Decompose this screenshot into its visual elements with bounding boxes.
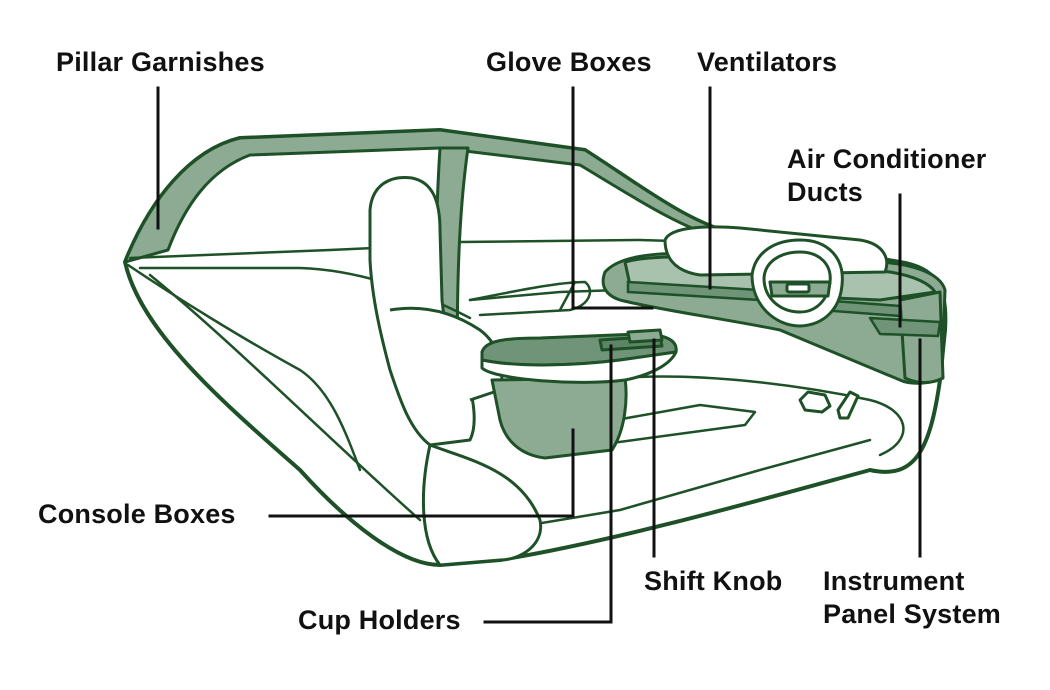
label-console-boxes: Console Boxes xyxy=(38,499,236,529)
label-ventilators: Ventilators xyxy=(697,47,838,77)
leader-glove-boxes xyxy=(571,86,654,310)
steering-wheel xyxy=(750,238,844,328)
pedals xyxy=(798,390,860,420)
leader-cup-holders xyxy=(483,344,613,624)
label-shift-knob: Shift Knob xyxy=(644,566,783,596)
label-glove-boxes: Glove Boxes xyxy=(486,47,652,77)
label-air-conditioner-ducts: Air Conditioner Ducts xyxy=(787,144,987,207)
label-cup-holders: Cup Holders xyxy=(298,605,461,635)
console-boxes-part xyxy=(480,328,678,460)
leader-console-boxes xyxy=(268,428,575,518)
leader-lines xyxy=(156,86,922,624)
label-pillar-garnishes: Pillar Garnishes xyxy=(56,47,265,77)
label-instrument-panel-system: Instrument Panel System xyxy=(823,566,1001,629)
air-conditioner-duct-part xyxy=(868,316,942,338)
